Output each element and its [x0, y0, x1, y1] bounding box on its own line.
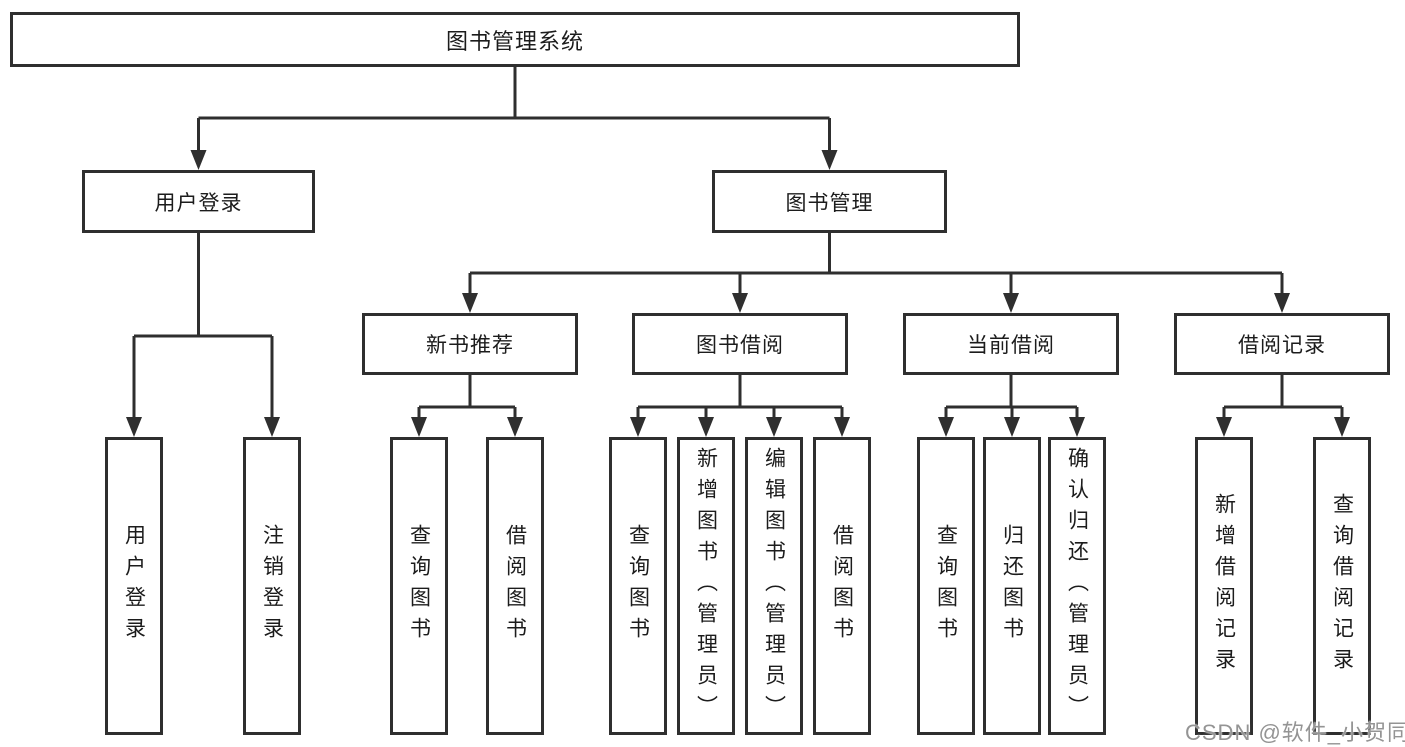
arrowhead: [190, 150, 207, 170]
leaf-label: 新增借阅记录: [1212, 493, 1236, 679]
connector-root-to-level2: [197, 67, 831, 152]
arrowhead: [411, 417, 427, 437]
connector-bookmgmt-to-level3: [468, 233, 1284, 295]
node-leaf-edit-book-admin: 编辑图书（管理员）: [745, 437, 803, 735]
leaf-label: 查询借阅记录: [1330, 493, 1354, 679]
arrowhead: [821, 150, 838, 170]
leaf-label: 查询图书: [407, 524, 431, 648]
arrowhead: [630, 417, 646, 437]
connector-userlogin-to-leaves: [132, 233, 274, 419]
node-library-management-system: 图书管理系统: [10, 12, 1020, 67]
node-leaf-user-login: 用户登录: [105, 437, 163, 735]
leaf-label: 归还图书: [1000, 524, 1024, 648]
leaf-label: 新增图书（管理员）: [694, 446, 718, 726]
arrowhead: [732, 293, 748, 313]
arrowhead: [507, 417, 523, 437]
arrowhead: [1069, 417, 1085, 437]
node-new-book-recommendation: 新书推荐: [362, 313, 578, 375]
leaf-label: 查询图书: [626, 524, 650, 648]
node-leaf-logout: 注销登录: [243, 437, 301, 735]
node-leaf-query-borrow-record: 查询借阅记录: [1313, 437, 1371, 735]
arrowhead: [1003, 293, 1019, 313]
arrowhead: [938, 417, 954, 437]
node-leaf-borrow-book-bb: 借阅图书: [813, 437, 871, 735]
node-leaf-confirm-return-admin: 确认归还（管理员）: [1048, 437, 1106, 735]
connector-bookborrow-to-leaves: [636, 375, 844, 419]
node-leaf-add-borrow-record: 新增借阅记录: [1195, 437, 1253, 735]
leaf-label: 借阅图书: [830, 524, 854, 648]
arrowhead: [264, 417, 280, 437]
connector-newbookrec-to-leaves: [417, 375, 517, 419]
arrowhead: [1004, 417, 1020, 437]
leaf-label: 确认归还（管理员）: [1065, 446, 1089, 726]
leaf-label: 用户登录: [122, 524, 146, 648]
leaf-label: 借阅图书: [503, 524, 527, 648]
node-current-borrowing: 当前借阅: [903, 313, 1119, 375]
node-user-login-group: 用户登录: [82, 170, 315, 233]
leaf-label: 编辑图书（管理员）: [762, 446, 786, 726]
connector-borrowrecord-to-leaves: [1222, 375, 1344, 419]
node-leaf-query-book-rec: 查询图书: [390, 437, 448, 735]
node-leaf-add-book-admin: 新增图书（管理员）: [677, 437, 735, 735]
node-book-management-group: 图书管理: [712, 170, 947, 233]
leaf-label: 注销登录: [260, 524, 284, 648]
arrowhead: [462, 293, 478, 313]
connector-currentborrow-to-leaves: [944, 375, 1079, 419]
arrowhead: [766, 417, 782, 437]
csdn-watermark: CSDN @软件_小贺同学: [1185, 720, 1405, 745]
arrowhead: [834, 417, 850, 437]
arrowhead: [1216, 417, 1232, 437]
node-leaf-query-book-bb: 查询图书: [609, 437, 667, 735]
node-leaf-return-book: 归还图书: [983, 437, 1041, 735]
leaf-label: 查询图书: [934, 524, 958, 648]
arrowhead: [698, 417, 714, 437]
node-leaf-borrow-book-rec: 借阅图书: [486, 437, 544, 735]
arrowhead: [126, 417, 142, 437]
node-leaf-query-book-cb: 查询图书: [917, 437, 975, 735]
node-borrowing-records: 借阅记录: [1174, 313, 1390, 375]
arrowhead: [1274, 293, 1290, 313]
arrowhead: [1334, 417, 1350, 437]
node-book-borrowing: 图书借阅: [632, 313, 848, 375]
